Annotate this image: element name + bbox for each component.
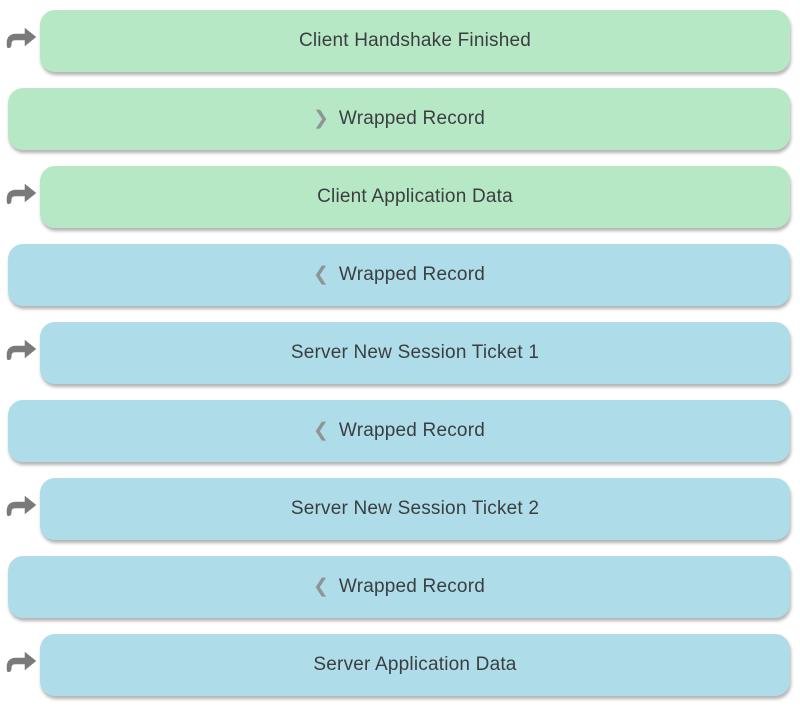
record-row: ❮ Wrapped Record <box>0 244 800 306</box>
direction-chevron-icon: ❮ <box>312 419 329 441</box>
record-row: Server New Session Ticket 2 <box>0 478 800 540</box>
curved-right-arrow-icon <box>5 337 38 361</box>
curved-right-arrow-icon <box>5 493 38 517</box>
record-box[interactable]: ❮ Wrapped Record <box>8 556 790 618</box>
direction-chevron-icon: ❯ <box>312 107 329 129</box>
direction-chevron-icon: ❮ <box>312 575 329 597</box>
record-row: ❮ Wrapped Record <box>0 556 800 618</box>
record-label: Server New Session Ticket 2 <box>290 498 540 519</box>
record-box[interactable]: ❮ Wrapped Record <box>8 400 790 462</box>
record-row: Client Handshake Finished <box>0 10 800 72</box>
record-label: Client Application Data <box>317 186 513 207</box>
record-row: Server New Session Ticket 1 <box>0 322 800 384</box>
curved-right-arrow-icon <box>5 25 38 49</box>
curved-right-arrow-icon <box>5 649 38 673</box>
record-row: Server Application Data <box>0 634 800 696</box>
record-label: Server New Session Ticket 1 <box>290 342 540 363</box>
record-label: Wrapped Record <box>338 108 485 129</box>
record-row: Client Application Data <box>0 166 800 228</box>
record-box[interactable]: ❯ Wrapped Record <box>8 88 790 150</box>
record-box[interactable]: Client Handshake Finished <box>40 10 790 72</box>
record-box[interactable]: Server New Session Ticket 2 <box>40 478 790 540</box>
curved-right-arrow-icon <box>5 181 38 205</box>
direction-chevron-icon: ❮ <box>312 263 329 285</box>
record-label: Wrapped Record <box>338 576 485 597</box>
record-box[interactable]: Server Application Data <box>40 634 790 696</box>
record-box[interactable]: ❮ Wrapped Record <box>8 244 790 306</box>
record-row: ❯ Wrapped Record <box>0 88 800 150</box>
record-label: Wrapped Record <box>338 420 485 441</box>
record-label: Client Handshake Finished <box>298 30 532 51</box>
record-label: Server Application Data <box>313 654 517 675</box>
record-row: ❮ Wrapped Record <box>0 400 800 462</box>
record-label: Wrapped Record <box>338 264 485 285</box>
record-box[interactable]: Server New Session Ticket 1 <box>40 322 790 384</box>
record-box[interactable]: Client Application Data <box>40 166 790 228</box>
